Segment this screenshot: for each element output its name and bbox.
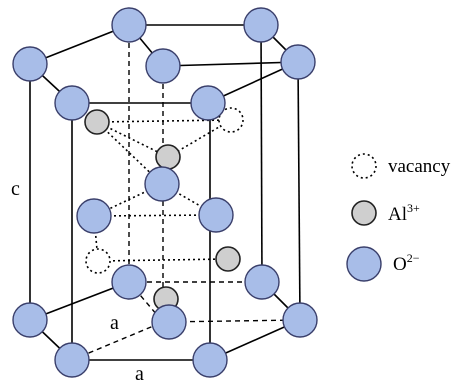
oxygen-ion [151,304,187,340]
atoms [12,7,318,378]
oxygen-ion [244,264,280,300]
aluminum-ion [155,144,181,170]
lattice-label-a-diagonal: a [110,312,119,334]
legend-aluminum-label: Al3+ [388,201,420,225]
oxygen-ion [12,302,48,338]
edge-hidden-a-diag [71,321,164,361]
link-8 [97,258,229,262]
legend: vacancy Al3+ O2− [346,153,451,282]
legend-oxygen-charge: 2− [407,251,420,265]
legend-aluminum-symbol [351,200,377,226]
link-2 [96,121,169,158]
oxygen-ion [145,48,181,84]
oxygen-ion [243,7,279,43]
legend-item-vacancy: vacancy [351,153,451,179]
oxygen-ion [144,166,180,202]
link-7 [93,214,217,217]
edge-top-back-left [29,24,130,65]
legend-item-oxygen: O2− [346,246,420,282]
oxygen-ion [12,46,48,82]
legend-vacancy-symbol [351,153,377,179]
legend-item-aluminum: Al3+ [351,200,420,226]
oxygen-ion [192,342,228,378]
legend-oxygen-base: O [393,254,407,275]
legend-oxygen-symbol [346,246,382,282]
oxygen-ion [76,198,112,234]
lattice-label-c: c [11,178,20,200]
legend-oxygen-label: O2− [393,251,420,275]
oxygen-ion [190,85,226,121]
legend-aluminum-base: Al [388,204,407,225]
edge-vert-right [297,61,301,321]
vacancy-site [218,107,244,133]
edge-vert-back-right [260,24,263,283]
lattice-label-a-bottom: a [135,363,144,380]
oxygen-ion [111,264,147,300]
oxygen-ion [198,197,234,233]
edge-top-inner-2 [162,61,299,67]
legend-vacancy-label: vacancy [388,156,451,177]
aluminum-ion [215,246,241,272]
oxygen-ion [280,44,316,80]
oxygen-ion [282,302,318,338]
oxygen-ion [111,7,147,43]
aluminum-ion [84,109,110,135]
legend-aluminum-charge: 3+ [407,201,420,215]
oxygen-ion [54,85,90,121]
vacancy-site [85,248,111,274]
oxygen-ion [54,342,90,378]
